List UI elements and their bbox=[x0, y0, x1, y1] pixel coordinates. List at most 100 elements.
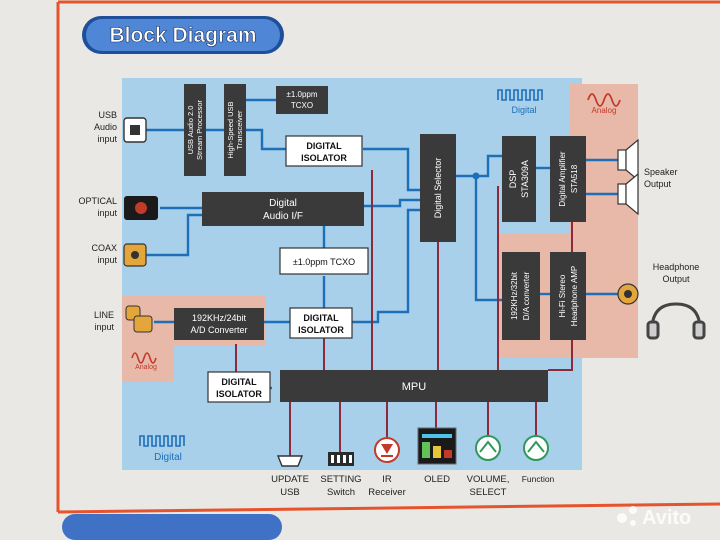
isolator-top-line2: ISOLATOR bbox=[301, 153, 347, 163]
digital-wave-icon-top bbox=[497, 89, 543, 101]
line-port-icon bbox=[125, 305, 153, 333]
dac-line1: 192KHz/32bit bbox=[510, 271, 519, 320]
digital-selector-label: Digital Selector bbox=[433, 158, 443, 219]
signal-wires bbox=[144, 98, 618, 390]
block-digital-audio-if: Digital Audio I/F bbox=[202, 192, 364, 226]
input-label-usb: USB Audio input bbox=[94, 110, 118, 144]
analog-wave-icon-top bbox=[587, 93, 621, 107]
setting-line1: SETTING bbox=[320, 474, 361, 485]
zone-label-analog-line: Analog bbox=[135, 364, 157, 371]
usb-stream-line1: USB Audio 2.0 bbox=[186, 106, 195, 155]
tcxo-mid-label: ±1.0ppm TCXO bbox=[293, 257, 355, 267]
ir-receiver-icon bbox=[374, 437, 400, 463]
tcxo-small-line2: TCXO bbox=[291, 101, 313, 110]
isolator-top-line1: DIGITAL bbox=[306, 141, 342, 151]
usb-b-port-icon bbox=[123, 117, 147, 143]
headphone-line1: Headphone bbox=[653, 262, 700, 272]
headphone-jack-icon bbox=[617, 283, 639, 305]
title-pill: Block Diagram bbox=[82, 16, 284, 54]
usb-transceiver-line2: Transceiver bbox=[235, 110, 244, 149]
block-usb-stream-processor: USB Audio 2.0 Stream Processor bbox=[184, 84, 206, 176]
speaker-line1: Speaker bbox=[644, 167, 678, 177]
speaker-icon bbox=[617, 138, 639, 216]
isolator-left-line1: DIGITAL bbox=[221, 377, 257, 387]
watermark-text: Avito bbox=[642, 507, 691, 529]
peripheral-label-function: Function bbox=[522, 474, 555, 484]
usb-line1: USB bbox=[98, 110, 117, 120]
peripheral-label-oled: OLED bbox=[424, 474, 450, 485]
block-digital-isolator-top: DIGITAL ISOLATOR bbox=[285, 135, 363, 167]
digital-wave-icon-bottom bbox=[139, 435, 185, 447]
mini-usb-port-icon bbox=[276, 455, 304, 467]
junction-dot bbox=[472, 172, 480, 180]
adc-line1: 192KHz/24bit bbox=[192, 313, 247, 323]
digital-audio-if-line2: Audio I/F bbox=[263, 211, 303, 222]
isolator-mid-line2: ISOLATOR bbox=[298, 325, 344, 335]
setting-line2: Switch bbox=[327, 487, 355, 498]
volume-line2: SELECT bbox=[470, 487, 507, 498]
output-label-speaker: Speaker Output bbox=[644, 167, 678, 189]
block-tcxo-mid: ±1.0ppm TCXO bbox=[279, 247, 369, 275]
block-digital-isolator-mid: DIGITAL ISOLATOR bbox=[289, 307, 353, 339]
peripheral-label-volume-select: VOLUME, SELECT bbox=[467, 474, 510, 498]
headphone-line2: Output bbox=[662, 274, 690, 284]
dac-line2: D/A converter bbox=[522, 271, 531, 320]
usb-stream-line2: Stream Processor bbox=[195, 99, 204, 160]
oled-display-icon bbox=[417, 427, 457, 465]
optical-line1: OPTICAL bbox=[78, 196, 117, 206]
block-dsp: DSP STA309A bbox=[502, 136, 536, 222]
dsp-line2: STA309A bbox=[520, 160, 530, 198]
line-line2: input bbox=[94, 322, 114, 332]
block-mpu: MPU bbox=[280, 370, 548, 402]
function-button-icon bbox=[523, 435, 549, 461]
adc-line2: A/D Converter bbox=[190, 325, 247, 335]
mpu-label: MPU bbox=[402, 381, 427, 393]
peripheral-label-update-usb: UPDATE USB bbox=[271, 474, 309, 498]
coax-line1: COAX bbox=[91, 243, 117, 253]
usb-line2: Audio bbox=[94, 122, 117, 132]
update-usb-line2: USB bbox=[280, 487, 300, 498]
block-ad-converter: 192KHz/24bit A/D Converter bbox=[174, 308, 264, 340]
hp-amp-line2: Headphone AMP bbox=[570, 266, 579, 327]
oled-line1: OLED bbox=[424, 474, 450, 485]
next-section-header bbox=[62, 514, 282, 540]
peripheral-label-ir-receiver: IR Receiver bbox=[368, 474, 406, 498]
digital-amp-line2: STA518 bbox=[570, 164, 579, 193]
speaker-line2: Output bbox=[644, 179, 672, 189]
block-da-converter: 192KHz/32bit D/A converter bbox=[502, 252, 540, 340]
block-usb-transceiver: High-Speed USB Transceiver bbox=[224, 84, 246, 176]
block-digital-selector: Digital Selector bbox=[420, 134, 456, 242]
hp-amp-line1: Hi-Fi Stereo bbox=[558, 274, 567, 317]
input-label-line: LINE input bbox=[94, 310, 115, 332]
volume-line1: VOLUME, bbox=[467, 474, 510, 485]
zone-label-digital-bottom: Digital bbox=[154, 452, 182, 463]
line-line1: LINE bbox=[94, 310, 114, 320]
analog-wave-icon-line bbox=[131, 352, 157, 364]
headphones-icon bbox=[646, 302, 706, 340]
peripheral-label-setting-switch: SETTING Switch bbox=[320, 474, 361, 498]
volume-select-encoder-icon bbox=[475, 435, 501, 461]
zone-label-digital-top: Digital bbox=[511, 105, 536, 115]
frame-bottom bbox=[57, 502, 720, 514]
isolator-mid-line1: DIGITAL bbox=[303, 313, 339, 323]
block-digital-isolator-left: DIGITAL ISOLATOR bbox=[207, 371, 271, 403]
coax-line2: input bbox=[97, 255, 117, 265]
dsp-line1: DSP bbox=[508, 170, 518, 189]
block-headphone-amp: Hi-Fi Stereo Headphone AMP bbox=[550, 252, 586, 340]
input-label-coax: COAX input bbox=[91, 243, 117, 265]
page-title: Block Diagram bbox=[109, 24, 256, 47]
optical-port-icon bbox=[124, 196, 158, 220]
digital-audio-if-line1: Digital bbox=[269, 198, 297, 209]
coax-port-icon bbox=[123, 243, 147, 267]
ir-line2: Receiver bbox=[368, 487, 406, 498]
usb-line3: input bbox=[97, 134, 117, 144]
optical-line2: input bbox=[97, 208, 117, 218]
digital-amp-line1: Digital Amplifier bbox=[558, 151, 567, 206]
isolator-left-line2: ISOLATOR bbox=[216, 389, 262, 399]
input-label-optical: OPTICAL input bbox=[78, 196, 117, 218]
block-tcxo-small: ±1.0ppm TCXO bbox=[276, 86, 328, 114]
output-label-headphone: Headphone Output bbox=[653, 262, 700, 284]
dip-switch-icon bbox=[328, 452, 354, 466]
